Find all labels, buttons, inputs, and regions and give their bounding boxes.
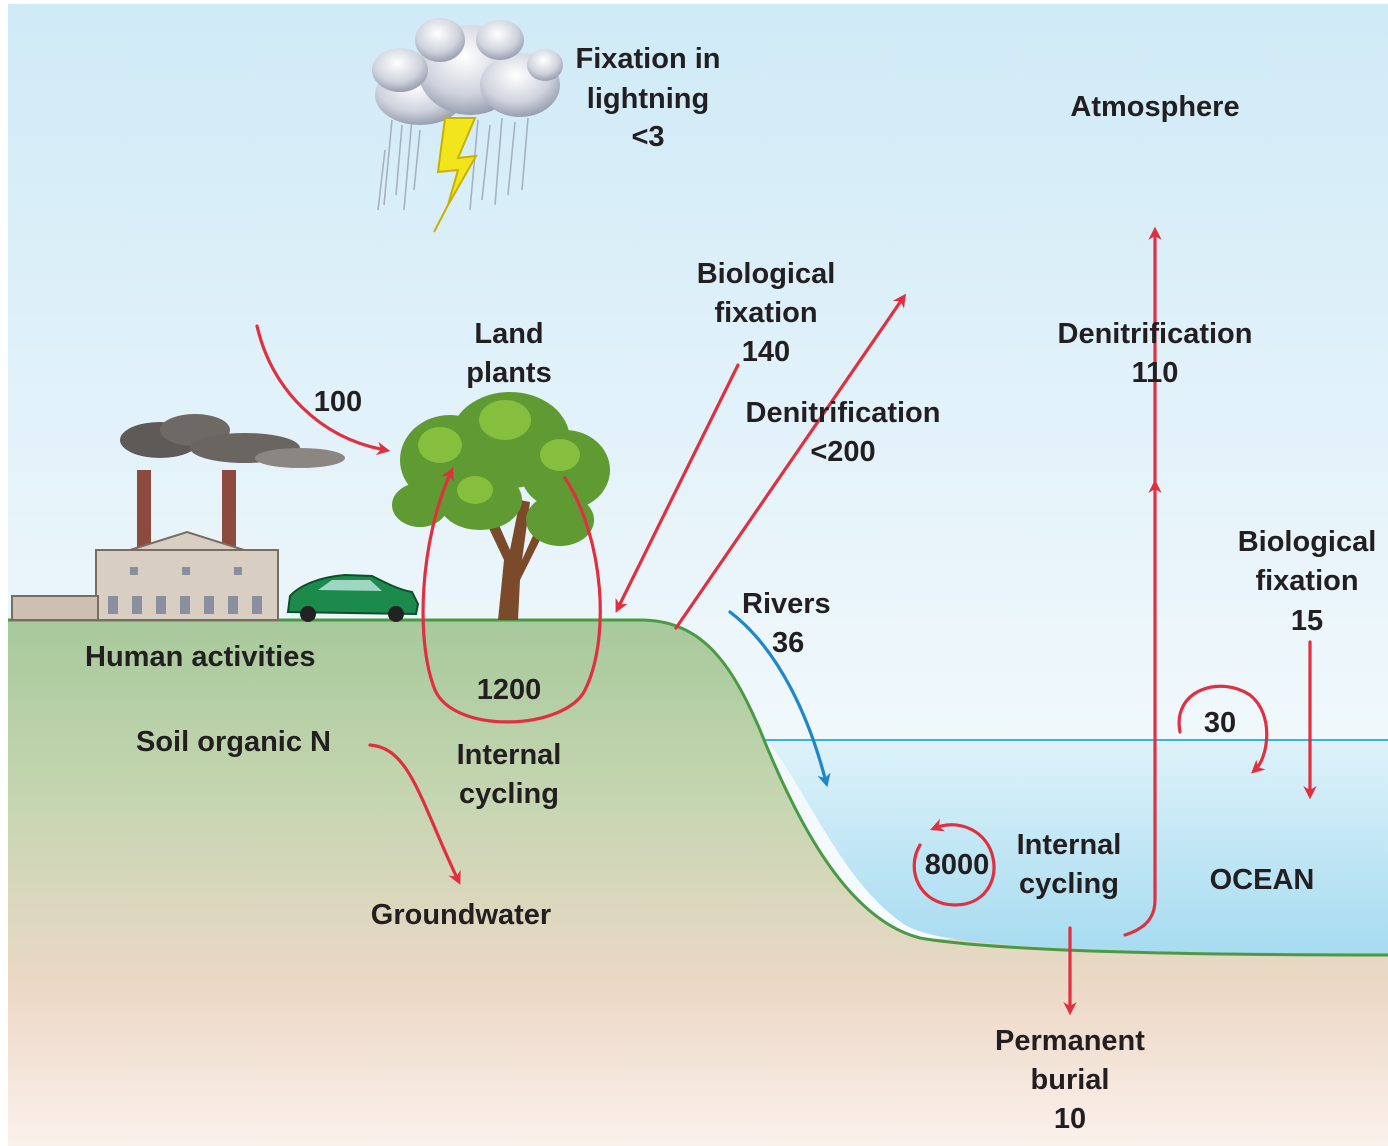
biological-fixation-land-arrow [615, 363, 740, 613]
internal-cycling-land-line2: cycling [459, 778, 559, 810]
factory-icon [11, 414, 345, 621]
permanent-burial-value: 10 [1054, 1103, 1086, 1135]
internal-cycling-ocean-line2: cycling [1019, 868, 1119, 900]
rivers-arrow [728, 610, 831, 788]
lightning-label-line2: lightning [587, 83, 709, 115]
storm-cloud-icon [372, 18, 563, 211]
denitrification-land-arrow [674, 293, 907, 630]
denitrification-ocean-value: 110 [1132, 357, 1179, 389]
internal-cycling-ocean-value: 8000 [925, 849, 990, 881]
internal-cycling-ocean-line1: Internal [1017, 829, 1122, 861]
soil-organic-n-label: Soil organic N [136, 726, 331, 758]
atmosphere-label: Atmosphere [1070, 91, 1239, 123]
subsoil [8, 620, 1388, 1146]
land-plants-label-line1: Land [474, 318, 543, 350]
biological-fixation-ocean-value: 15 [1291, 605, 1323, 637]
lightning-value: <3 [631, 121, 664, 153]
permanent-burial-line2: burial [1031, 1064, 1110, 1096]
labels: Fixation in lightning <3 Atmosphere Land… [85, 43, 1376, 1135]
denitrification-land-label: Denitrification [746, 397, 941, 429]
internal-cycling-land-value: 1200 [477, 674, 542, 706]
ocean-water [765, 740, 1388, 955]
land-surface-line [8, 618, 1388, 957]
flux-arrows [255, 226, 1317, 1016]
internal-cycling-land-line1: Internal [457, 739, 562, 771]
land-plants-label-line2: plants [466, 357, 551, 389]
permanent-burial-line1: Permanent [995, 1025, 1145, 1057]
biological-fixation-land-value: 140 [742, 336, 790, 368]
ocean-label: OCEAN [1210, 864, 1315, 896]
biological-fixation-ocean-line2: fixation [1255, 565, 1358, 597]
groundwater-arrow [368, 743, 461, 885]
internal-cycling-ocean-loop [912, 818, 996, 907]
lightning-label-line1: Fixation in [576, 43, 721, 75]
denitrification-land-value: <200 [810, 436, 875, 468]
internal-cycling-land-loop [421, 467, 602, 724]
ocean-surface-loop [1177, 684, 1269, 774]
lightning-bolt-icon [433, 117, 478, 233]
human-input-value: 100 [314, 386, 362, 418]
biological-fixation-land-line1: Biological [697, 258, 836, 290]
car-icon [286, 573, 420, 622]
denitrification-ocean-arrow [1123, 226, 1162, 937]
human-activities-label: Human activities [85, 641, 315, 673]
human-input-arrow [255, 324, 391, 456]
biological-fixation-ocean-line1: Biological [1238, 526, 1377, 558]
ocean-surface-value: 30 [1204, 707, 1236, 739]
groundwater-label: Groundwater [371, 899, 551, 931]
biological-fixation-land-line2: fixation [714, 297, 817, 329]
tree-icon [392, 392, 610, 620]
rivers-value: 36 [772, 627, 804, 659]
rivers-label: Rivers [742, 588, 831, 620]
denitrification-ocean-label: Denitrification [1058, 318, 1253, 350]
